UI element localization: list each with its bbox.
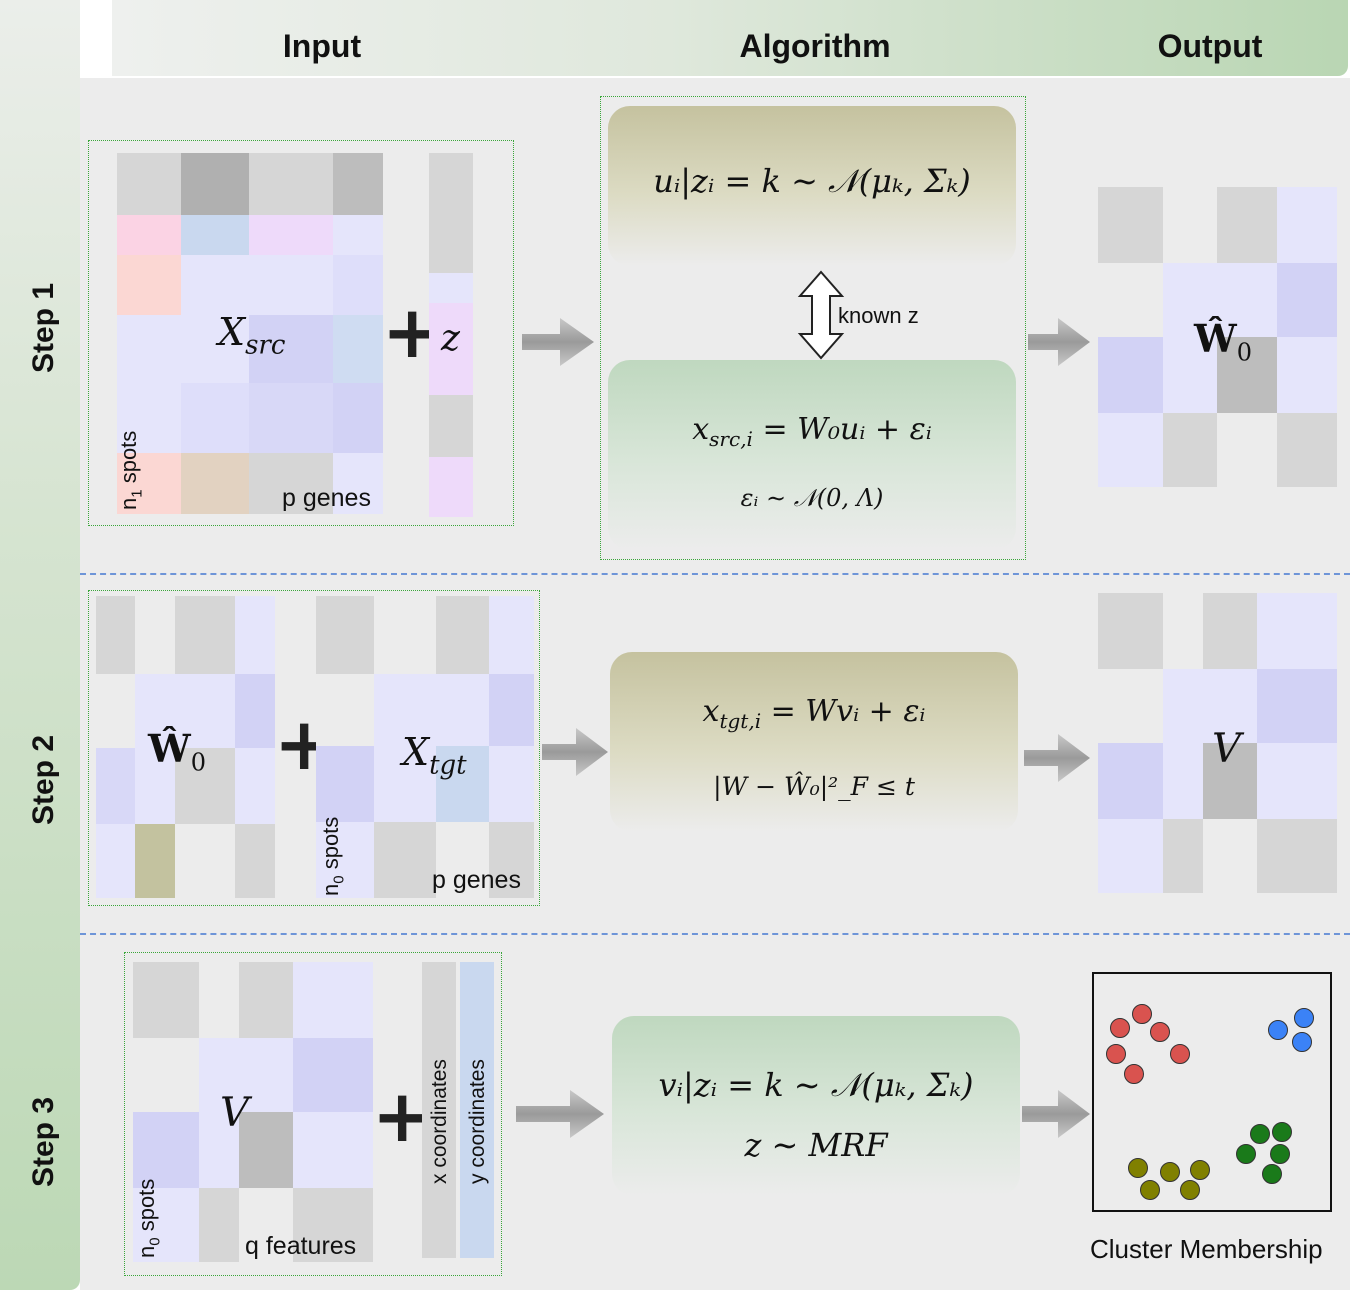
header-output: Output <box>1157 28 1263 64</box>
cluster-point-olive <box>1140 1180 1160 1200</box>
cluster-point-red <box>1110 1018 1130 1038</box>
step2-constraint-eq: |W − Ŵ₀|²_F ≤ t <box>713 772 915 801</box>
cluster-plot <box>1092 972 1332 1212</box>
step-label-3: Step 3 <box>27 1096 60 1188</box>
cluster-point-red <box>1124 1064 1144 1084</box>
step1-matrix-xsrc <box>117 153 383 514</box>
cluster-point-olive <box>1160 1162 1180 1182</box>
step1-z-vector <box>429 153 473 517</box>
cluster-point-green <box>1270 1144 1290 1164</box>
step-band <box>0 0 80 1290</box>
step2-input-box <box>88 590 540 906</box>
step2-output-label: V <box>1212 726 1241 772</box>
step3-model-box <box>612 1016 1020 1196</box>
step1-cols-label: p genes <box>282 484 371 512</box>
step1-noise-eq: εᵢ ∼ 𝒩(0, Λ) <box>740 484 884 512</box>
step3-x-coordinates-label: x coordinates <box>428 1059 451 1184</box>
header-input: Input <box>282 28 362 64</box>
step1-observation-model-box <box>608 360 1016 550</box>
step1-output-matrix <box>1098 187 1337 487</box>
step2-rows-label: n0 spots <box>318 816 348 896</box>
step2-w-matrix <box>96 596 275 898</box>
cluster-point-blue <box>1294 1008 1314 1028</box>
cluster-membership-label: Cluster Membership <box>1090 1234 1323 1264</box>
step1-output-label: Ŵ0 <box>1194 316 1252 367</box>
step3-rows-label: n0 spots <box>134 1178 164 1258</box>
step1-algorithm-box <box>600 96 1026 560</box>
cluster-point-green <box>1262 1164 1282 1184</box>
cluster-point-olive <box>1180 1180 1200 1200</box>
step2-cols-label: p genes <box>432 866 521 894</box>
separator-1 <box>80 573 1350 575</box>
step3-y-coordinates-bar <box>460 962 494 1258</box>
cluster-point-green <box>1250 1124 1270 1144</box>
step3-input-box <box>124 952 502 1276</box>
step2-model-box <box>610 652 1018 832</box>
step2-xtgt-matrix <box>316 596 534 898</box>
cluster-point-olive <box>1190 1160 1210 1180</box>
cluster-point-blue <box>1292 1032 1312 1052</box>
separator-2 <box>80 933 1350 935</box>
step1-latent-model-box <box>608 106 1016 266</box>
step3-x-coordinates-bar <box>422 962 456 1258</box>
step1-z-label: z <box>441 318 460 359</box>
step1-latent-model-eq: uᵢ|zᵢ = k ∼ 𝒩(μₖ, Σₖ) <box>653 162 971 200</box>
cluster-point-green <box>1236 1144 1256 1164</box>
step-label-1: Step 1 <box>27 282 60 374</box>
header-algorithm: Algorithm <box>739 28 891 64</box>
cluster-point-red <box>1170 1044 1190 1064</box>
step2-observation-eq: xtgt,i = Wvᵢ + εᵢ <box>702 694 926 733</box>
step3-v-matrix <box>133 962 373 1262</box>
step3-cols-label: q features <box>245 1232 357 1260</box>
step2-output-matrix <box>1098 593 1337 893</box>
step3-prior-eq: z ∼ MRF <box>744 1126 888 1164</box>
step1-matrix-label: Xsrc <box>218 310 286 361</box>
step3-model-eq: vᵢ|zᵢ = k ∼ 𝒩(μₖ, Σₖ) <box>658 1066 974 1104</box>
header-band <box>112 0 1348 76</box>
step1-link-label: known z <box>838 303 919 328</box>
step3-y-coordinates-label: y coordinates <box>466 1059 489 1184</box>
step2-xtgt-label: Xtgt <box>402 730 467 781</box>
step2-w-label: Ŵ0 <box>148 726 206 777</box>
step3-v-label: V <box>220 1090 249 1136</box>
step1-rows-label: n1 spots <box>116 430 146 510</box>
cluster-point-green <box>1272 1122 1292 1142</box>
cluster-point-red <box>1150 1022 1170 1042</box>
step1-observation-eq: xsrc,i = W₀uᵢ + εᵢ <box>692 412 932 451</box>
cluster-point-olive <box>1128 1158 1148 1178</box>
step-label-2: Step 2 <box>27 734 60 826</box>
cluster-point-red <box>1132 1004 1152 1024</box>
cluster-point-red <box>1106 1044 1126 1064</box>
cluster-point-blue <box>1268 1020 1288 1040</box>
step1-input-box <box>88 140 514 526</box>
